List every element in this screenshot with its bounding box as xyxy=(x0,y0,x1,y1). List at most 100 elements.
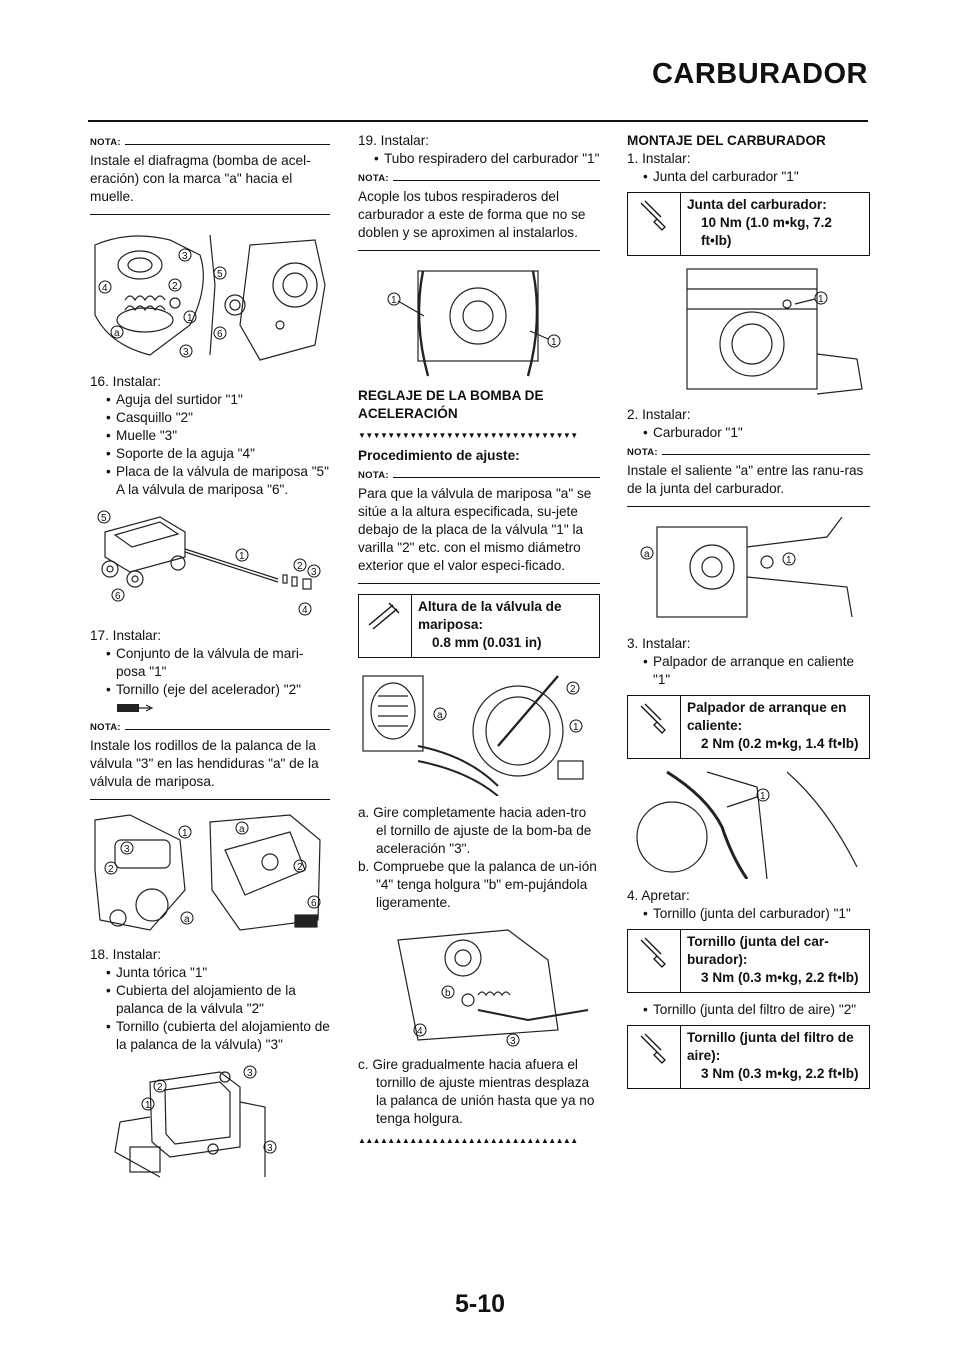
svg-text:a: a xyxy=(644,549,650,560)
svg-text:a: a xyxy=(437,710,443,721)
section-title-carburetor-assembly: MONTAJE DEL CARBURADOR xyxy=(627,133,826,148)
svg-text:1: 1 xyxy=(551,337,557,348)
step-1-title: 1. Instalar: xyxy=(627,151,691,166)
svg-text:6: 6 xyxy=(115,591,121,602)
note-label: NOTA: xyxy=(90,137,121,148)
svg-text:2: 2 xyxy=(108,864,114,875)
note-label: NOTA: xyxy=(627,447,658,458)
procedure-title: Procedimiento de ajuste: xyxy=(358,448,520,463)
svg-text:6: 6 xyxy=(311,898,317,909)
svg-text:3: 3 xyxy=(124,844,130,855)
svg-text:2: 2 xyxy=(570,684,576,695)
caliper-icon xyxy=(368,602,400,630)
list-item: Aguja del surtidor "1" xyxy=(90,391,330,409)
step-18-title: 18. Instalar: xyxy=(90,947,162,962)
procedure-end-marker: ▲▲▲▲▲▲▲▲▲▲▲▲▲▲▲▲▲▲▲▲▲▲▲▲▲▲▲▲▲▲ xyxy=(358,1136,578,1145)
svg-text:1: 1 xyxy=(818,294,824,305)
step-4-title: 4. Apretar: xyxy=(627,888,690,903)
substep-label: b. xyxy=(358,859,370,874)
list-item: Cubierta del alojamiento de la palanca d… xyxy=(90,982,330,1018)
svg-text:4: 4 xyxy=(417,1026,423,1037)
spec-value: 2 Nm (0.2 m•kg, 1.4 ft•lb) xyxy=(701,736,859,751)
svg-text:1: 1 xyxy=(786,555,792,566)
torque-wrench-icon xyxy=(640,200,666,231)
section-title-accelerator-pump: REGLAJE DE LA BOMBA DE ACELERACIÓN xyxy=(358,388,544,421)
svg-text:a: a xyxy=(184,914,190,925)
note-valve-height: NOTA: Para que la válvula de mariposa "a… xyxy=(358,469,600,584)
column-2: 19. Instalar: Tubo respiradero del carbu… xyxy=(358,132,600,1152)
note-text: Instale el saliente "a" entre las ranu-r… xyxy=(627,463,864,496)
figure-throttle-valve-assembly: 5 6 1 2 3 4 xyxy=(97,510,321,616)
svg-text:1: 1 xyxy=(573,722,579,733)
figure-breather-tubes: 1 1 xyxy=(387,270,561,377)
note-diaphragm: NOTA: Instale el diafragma (bomba de ace… xyxy=(90,136,330,215)
note-breather-tubes: NOTA: Acople los tubos respiraderos del … xyxy=(358,172,600,251)
substep-text: Compruebe que la palanca de un-ión "4" t… xyxy=(373,859,597,910)
page-title: CARBURADOR xyxy=(651,58,868,90)
spec-title: Tornillo (junta del car-burador): xyxy=(687,934,829,967)
svg-text:5: 5 xyxy=(217,269,223,280)
figure-accelerator-pump-parts: 3 4 2 1 a 3 5 6 xyxy=(94,234,326,361)
list-item: Muelle "3" xyxy=(90,427,330,445)
torque-wrench-icon xyxy=(640,937,666,968)
torque-wrench-icon xyxy=(640,1033,666,1064)
list-item: Tornillo (junta del filtro de aire) "2" xyxy=(627,1001,870,1019)
svg-text:2: 2 xyxy=(172,281,178,292)
header-rule xyxy=(88,120,868,122)
note-text: Instale los rodillos de la palanca de la… xyxy=(90,738,319,789)
substep-text: Gire gradualmente hacia afuera el tornil… xyxy=(372,1057,595,1126)
figure-valve-lever-rollers: 1 3 2 a a 2 6 xyxy=(94,814,321,931)
svg-text:b: b xyxy=(445,988,451,999)
spec-box-valve-height: Altura de la válvula de mariposa: 0.8 mm… xyxy=(358,594,600,658)
svg-text:1: 1 xyxy=(391,295,397,306)
list-item: Casquillo "2" xyxy=(90,409,330,427)
spec-title: Altura de la válvula de mariposa: xyxy=(418,599,562,632)
figure-carburetor-joint: 1 xyxy=(686,268,863,395)
list-item: Junta del carburador "1" xyxy=(627,168,870,186)
svg-text:2: 2 xyxy=(297,561,303,572)
note-label: NOTA: xyxy=(90,722,121,733)
column-1: NOTA: Instale el diafragma (bomba de ace… xyxy=(90,132,330,1188)
list-item: Conjunto de la válvula de mari-posa "1" xyxy=(90,645,330,681)
svg-text:3: 3 xyxy=(182,251,188,262)
svg-text:1: 1 xyxy=(760,791,766,802)
svg-text:4: 4 xyxy=(102,283,108,294)
substep-text: Gire completamente hacia aden-tro el tor… xyxy=(373,805,592,856)
list-item: Tornillo (cubierta del alojamiento de la… xyxy=(90,1018,330,1054)
svg-text:a: a xyxy=(114,328,120,339)
note-valve-rollers: NOTA: Instale los rodillos de la palanca… xyxy=(90,721,330,800)
column-3: MONTAJE DEL CARBURADOR 1. Instalar: Junt… xyxy=(627,132,870,1097)
note-text: Instale el diafragma (bomba de acel-erac… xyxy=(90,153,311,204)
svg-text:1: 1 xyxy=(187,313,193,324)
svg-text:3: 3 xyxy=(510,1036,516,1047)
figure-pump-adjusting-screw: b 4 3 xyxy=(397,929,589,1047)
spec-value: 3 Nm (0.3 m•kg, 2.2 ft•lb) xyxy=(701,970,859,985)
thread-lock-icon xyxy=(117,704,154,713)
list-item-continuation: A la válvula de mariposa "6". xyxy=(116,482,289,497)
substep-label: a. xyxy=(358,805,370,820)
step-2-title: 2. Instalar: xyxy=(627,407,691,422)
svg-text:5: 5 xyxy=(101,513,107,524)
measure-icon-wrapper xyxy=(359,595,412,657)
svg-text:6: 6 xyxy=(217,329,223,340)
svg-text:1: 1 xyxy=(145,1100,151,1111)
spec-box-carburetor-joint: Junta del carburador: 10 Nm (1.0 m•kg, 7… xyxy=(627,192,870,256)
figure-valve-lever-cover: 3 2 1 3 xyxy=(114,1065,277,1178)
substep-label: c. xyxy=(358,1057,369,1072)
thread-lock-icon-row xyxy=(90,699,330,717)
torque-wrench-icon xyxy=(640,703,666,734)
step-17-title: 17. Instalar: xyxy=(90,628,162,643)
step-19-title: 19. Instalar: xyxy=(358,133,430,148)
svg-text:3: 3 xyxy=(267,1143,273,1154)
list-item: Carburador "1" xyxy=(627,424,870,442)
list-item: Tubo respiradero del carburador "1" xyxy=(358,150,600,168)
note-label: NOTA: xyxy=(358,470,389,481)
spec-value: 3 Nm (0.3 m•kg, 2.2 ft•lb) xyxy=(701,1066,859,1081)
substep-b: b. Compruebe que la palanca de un-ión "4… xyxy=(358,858,600,912)
list-item: Soporte de la aguja "4" xyxy=(90,445,330,463)
list-item: Placa de la válvula de mariposa "5" xyxy=(90,463,330,481)
svg-text:3: 3 xyxy=(247,1068,253,1079)
note-text: Para que la válvula de mariposa "a" se s… xyxy=(358,486,592,573)
substep-a: a. Gire completamente hacia aden-tro el … xyxy=(358,804,600,858)
svg-text:4: 4 xyxy=(302,605,308,616)
